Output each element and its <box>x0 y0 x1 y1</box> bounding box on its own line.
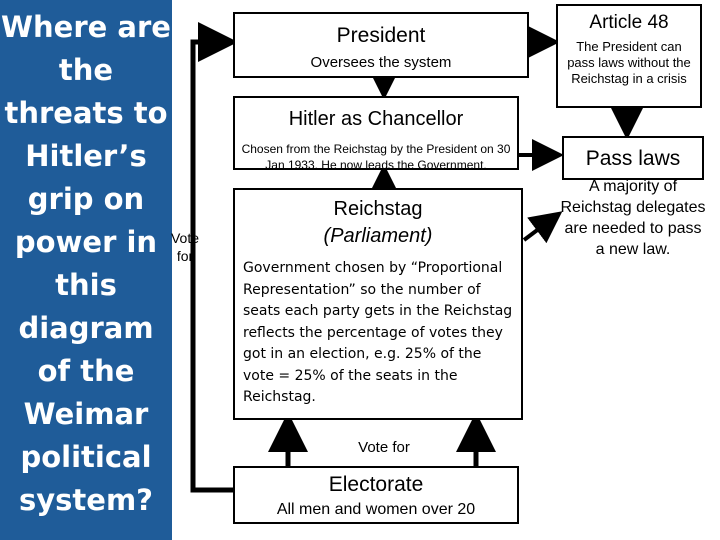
electorate-title: Electorate <box>328 473 424 496</box>
electorate-to-president-arrow <box>190 22 238 493</box>
reichstag-box: Reichstag (Parliament) Government chosen… <box>233 188 523 420</box>
reichstag-subtitle: (Parliament) <box>323 225 433 247</box>
chancellor-subtitle: Chosen from the Reichstag by the Preside… <box>241 142 511 172</box>
reichstag-title: Reichstag <box>333 198 423 220</box>
chancellor-title: Hitler as Chancellor <box>288 108 464 130</box>
chancellor-box: Hitler as Chancellor Chosen from the Rei… <box>233 96 519 172</box>
pass-laws-box: Pass laws <box>562 136 704 180</box>
pass-laws-title: Pass laws <box>585 147 681 170</box>
reichstag-to-passlaws-arrow <box>522 211 563 244</box>
president-title: President <box>336 24 426 47</box>
vote-for-label: Vote for <box>358 439 410 456</box>
article48-box: Article 48 The President can pass laws w… <box>556 4 702 108</box>
article48-description: The President can pass laws without the … <box>567 39 691 86</box>
reichstag-description: Government chosen by “Proportional Repre… <box>243 260 513 405</box>
electorate-subtitle: All men and women over 20 <box>276 501 476 518</box>
question-sidebar: Where are the threats to Hitler’s grip o… <box>0 0 172 540</box>
electorate-box: Electorate All men and women over 20 <box>233 466 519 524</box>
question-heading: Where are the threats to Hitler’s grip o… <box>1 10 171 517</box>
president-box: President Oversees the system <box>233 12 529 78</box>
president-subtitle: Oversees the system <box>310 54 452 71</box>
article48-title: Article 48 <box>589 12 669 33</box>
pass-laws-description: A majority of Reichstag delegates are ne… <box>560 178 706 258</box>
